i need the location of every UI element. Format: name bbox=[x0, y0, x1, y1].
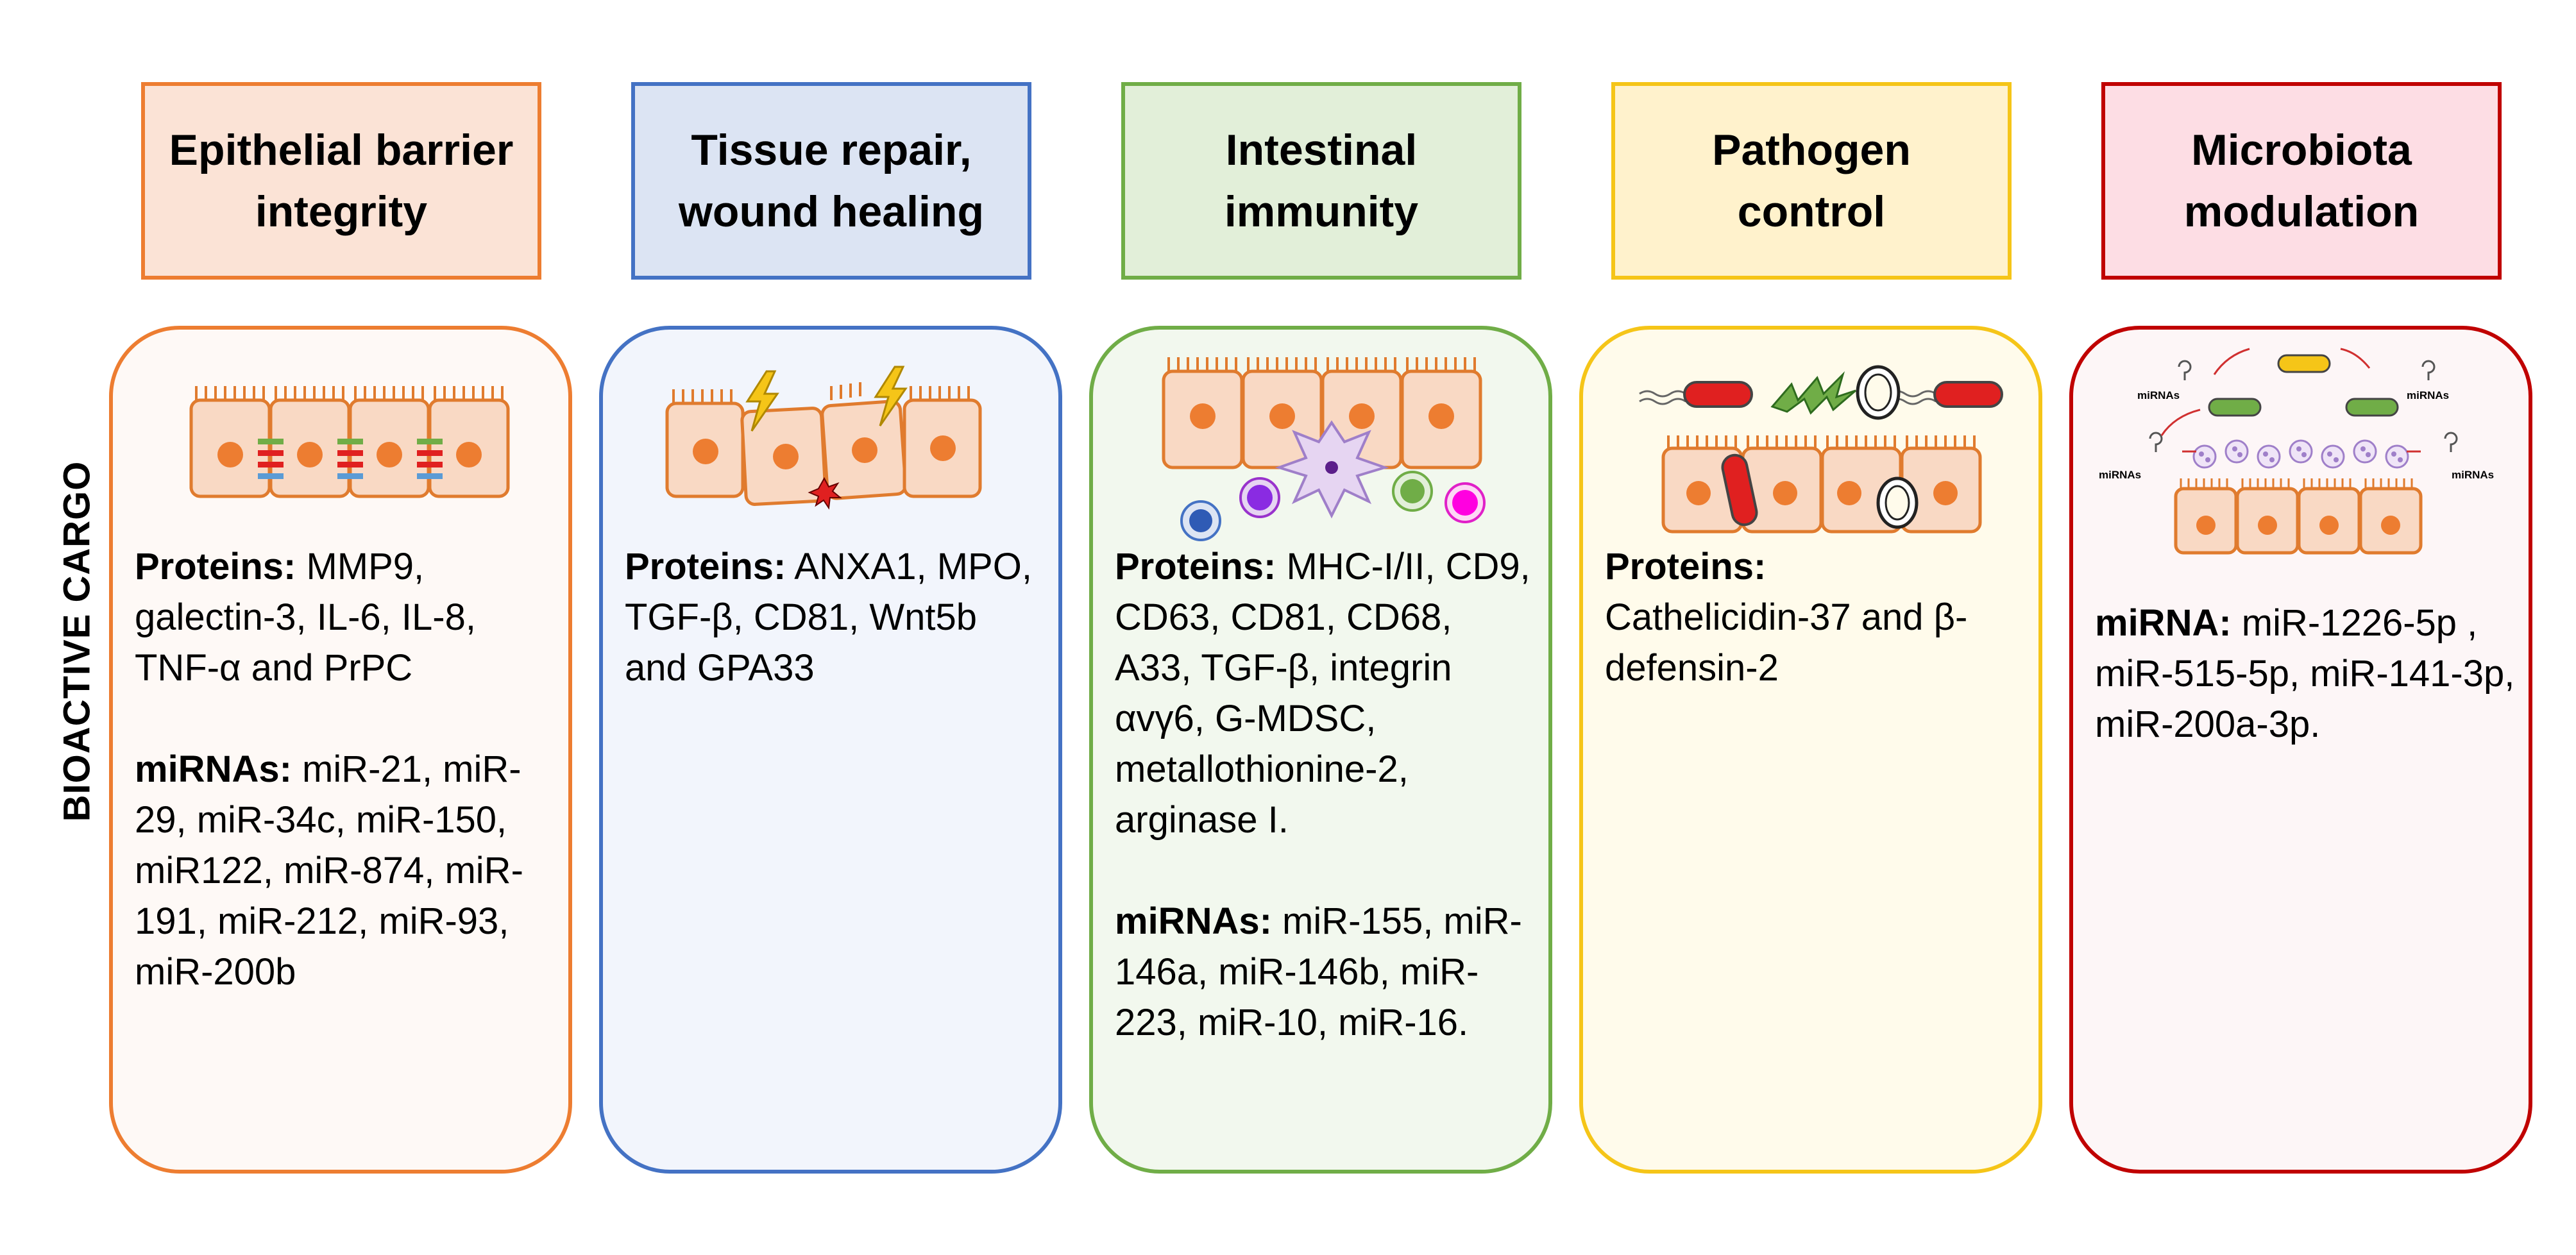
cargo-text-tissue-repair: Proteins: ANXA1, MPO, TGF-β, CD81, Wnt5b… bbox=[625, 541, 1046, 744]
mirnas-label-top-right: miRNAs bbox=[2407, 389, 2449, 401]
mirnas-label: miRNAs: bbox=[135, 748, 292, 790]
header-line-2: modulation bbox=[2183, 187, 2419, 236]
epithelial-cells-tight-junction-icon bbox=[189, 386, 510, 498]
cargo-text-epithelial-barrier: Proteins: MMP9, galectin-3, IL-6, IL-8, … bbox=[135, 541, 555, 1048]
mirnas-paragraph: miRNAs: miR-21, miR-29, miR-34c, miR-150… bbox=[135, 744, 555, 997]
mirnas-label-bottom-left: miRNAs bbox=[2099, 469, 2141, 481]
column-tissue-repair: Tissue repair,wound healing P bbox=[599, 0, 1074, 1255]
cargo-box-pathogen-control: Proteins: Cathelicidin-37 and β-defensin… bbox=[1579, 326, 2042, 1174]
header-line-1: Pathogen bbox=[1712, 126, 1911, 174]
header-line-1: Microbiota bbox=[2191, 126, 2412, 174]
mirna-paragraph: miRNA: miR-1226-5p , miR-515-5p, miR-141… bbox=[2095, 598, 2516, 750]
mirna-list: miR-1226-5p , miR-515-5p, miR-141-3p, mi… bbox=[2095, 602, 2515, 745]
proteins-label: Proteins: bbox=[135, 546, 296, 587]
wounded-epithelium-icon bbox=[665, 366, 982, 510]
header-line-2: integrity bbox=[255, 187, 428, 236]
mirnas-paragraph: miRNAs: miR-155, miR-146a, miR-146b, miR… bbox=[1115, 896, 1536, 1048]
mirnas-label-bottom-right: miRNAs bbox=[2452, 469, 2494, 481]
cargo-box-epithelial-barrier: Proteins: MMP9, galectin-3, IL-6, IL-8, … bbox=[109, 326, 572, 1174]
cargo-box-intestinal-immunity: Proteins: MHC-I/II, CD9, CD63, CD81, CD6… bbox=[1089, 326, 1552, 1174]
proteins-paragraph: Proteins: Cathelicidin-37 and β-defensin… bbox=[1605, 541, 2026, 693]
proteins-label: Proteins: bbox=[1115, 546, 1276, 587]
immune-cells-epithelium-icon bbox=[1162, 357, 1486, 541]
mirnas-label: miRNAs: bbox=[1115, 900, 1272, 942]
proteins-paragraph: Proteins: MHC-I/II, CD9, CD63, CD81, CD6… bbox=[1115, 541, 1536, 845]
cargo-box-microbiota-modulation: miRNAs miRNAs miRNAs miRNAs miRNA: miR-1… bbox=[2069, 326, 2532, 1174]
proteins-paragraph: Proteins: MMP9, galectin-3, IL-6, IL-8, … bbox=[135, 541, 555, 693]
header-tissue-repair: Tissue repair, wound healing bbox=[631, 82, 1031, 280]
cargo-text-intestinal-immunity: Proteins: MHC-I/II, CD9, CD63, CD81, CD6… bbox=[1115, 541, 1536, 1099]
mirnas-label-top-left: miRNAs bbox=[2137, 389, 2180, 401]
proteins-paragraph: Proteins: ANXA1, MPO, TGF-β, CD81, Wnt5b… bbox=[625, 541, 1046, 693]
header-line-1: Intestinal bbox=[1225, 126, 1418, 174]
cargo-text-pathogen-control: Proteins: Cathelicidin-37 and β-defensin… bbox=[1605, 541, 2026, 744]
column-intestinal-immunity: Intestinal immunity bbox=[1089, 0, 1564, 1255]
header-pathogen-control: Pathogen control bbox=[1611, 82, 2012, 280]
column-microbiota-modulation: Microbiota modulation bbox=[2069, 0, 2544, 1255]
header-microbiota-modulation: Microbiota modulation bbox=[2101, 82, 2502, 280]
bacteria-epithelium-icon bbox=[1639, 365, 2003, 534]
mirnas-list: miR-155, miR-146a, miR-146b, miR-223, mi… bbox=[1115, 900, 1522, 1043]
header-line-2: immunity bbox=[1224, 187, 1419, 236]
header-line-1: Tissue repair, bbox=[691, 126, 972, 174]
header-line-2: wound healing bbox=[679, 187, 984, 236]
mirna-label: miRNA: bbox=[2095, 602, 2232, 644]
header-intestinal-immunity: Intestinal immunity bbox=[1121, 82, 1521, 280]
proteins-list: Cathelicidin-37 and β-defensin-2 bbox=[1605, 596, 1968, 689]
proteins-list: MHC-I/II, CD9, CD63, CD81, CD68, A33, TG… bbox=[1115, 546, 1530, 841]
proteins-list: ANXA1, MPO, TGF-β, CD81, Wnt5b and GPA33 bbox=[625, 546, 1032, 689]
mirnas-list: miR-21, miR-29, miR-34c, miR-150, miR122… bbox=[135, 748, 523, 993]
cargo-text-microbiota-modulation: miRNA: miR-1226-5p , miR-515-5p, miR-141… bbox=[2095, 598, 2516, 800]
header-epithelial-barrier: Epithelial barrier integrity bbox=[141, 82, 541, 280]
column-epithelial-barrier: Epithelial barrier integrity bbox=[109, 0, 584, 1255]
column-pathogen-control: Pathogen control bbox=[1579, 0, 2054, 1255]
proteins-list: MMP9, galectin-3, IL-6, IL-8, TNF-α and … bbox=[135, 546, 476, 689]
bioactive-cargo-label: BIOACTIVE CARGO bbox=[56, 460, 98, 822]
proteins-label: Proteins: bbox=[1605, 546, 1767, 587]
cargo-box-tissue-repair: Proteins: ANXA1, MPO, TGF-β, CD81, Wnt5b… bbox=[599, 326, 1062, 1174]
proteins-label: Proteins: bbox=[625, 546, 786, 587]
header-line-1: Epithelial barrier bbox=[169, 126, 514, 174]
microbiota-mirna-icon: miRNAs miRNAs miRNAs miRNAs bbox=[2099, 348, 2494, 555]
header-line-2: control bbox=[1737, 187, 1886, 236]
